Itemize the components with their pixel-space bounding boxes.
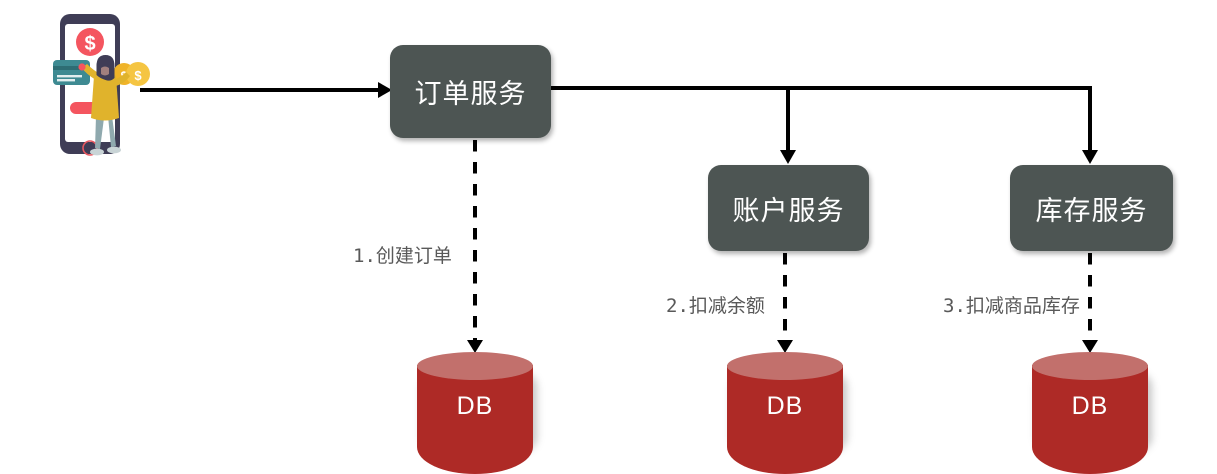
user-mobile-payment-illustration: $ $ $ (52, 12, 152, 162)
edge-account-service-to-database (783, 253, 787, 345)
edge-label-deduct-balance: 2.扣减余额 (666, 295, 765, 317)
arrowhead-icon-user-to-order (378, 82, 392, 98)
edge-stock-service-to-database (1088, 253, 1092, 345)
edge-order-to-account-service (786, 86, 790, 156)
edge-user-to-order-service (140, 88, 384, 92)
node-order-database[interactable]: DB (417, 352, 537, 474)
database-label: DB (456, 391, 494, 420)
node-account-service[interactable]: 账户服务 (708, 165, 869, 251)
database-label: DB (766, 391, 804, 420)
edge-label-create-order: 1.创建订单 (353, 245, 452, 267)
node-order-service[interactable]: 订单服务 (390, 45, 551, 138)
arrowhead-icon-account-to-db (777, 340, 793, 353)
arrowhead-icon-order-to-stock (1082, 150, 1098, 164)
node-stock-database[interactable]: DB (1032, 352, 1152, 474)
edge-order-service-bus (551, 86, 1092, 90)
svg-text:$: $ (134, 68, 142, 83)
edge-order-service-to-database (473, 140, 477, 345)
arrowhead-icon-order-to-account (780, 150, 796, 164)
edge-order-to-stock-service (1088, 86, 1092, 156)
arrowhead-icon-order-to-db (467, 340, 483, 353)
database-cylinder-top (417, 352, 533, 380)
database-label: DB (1071, 391, 1109, 420)
arrowhead-icon-stock-to-db (1082, 340, 1098, 353)
database-cylinder-top (727, 352, 843, 380)
svg-text:$: $ (84, 33, 95, 55)
database-cylinder-top (1032, 352, 1148, 380)
edge-label-deduct-stock: 3.扣减商品库存 (943, 295, 1080, 317)
node-stock-service[interactable]: 库存服务 (1010, 165, 1173, 251)
node-account-database[interactable]: DB (727, 352, 847, 474)
